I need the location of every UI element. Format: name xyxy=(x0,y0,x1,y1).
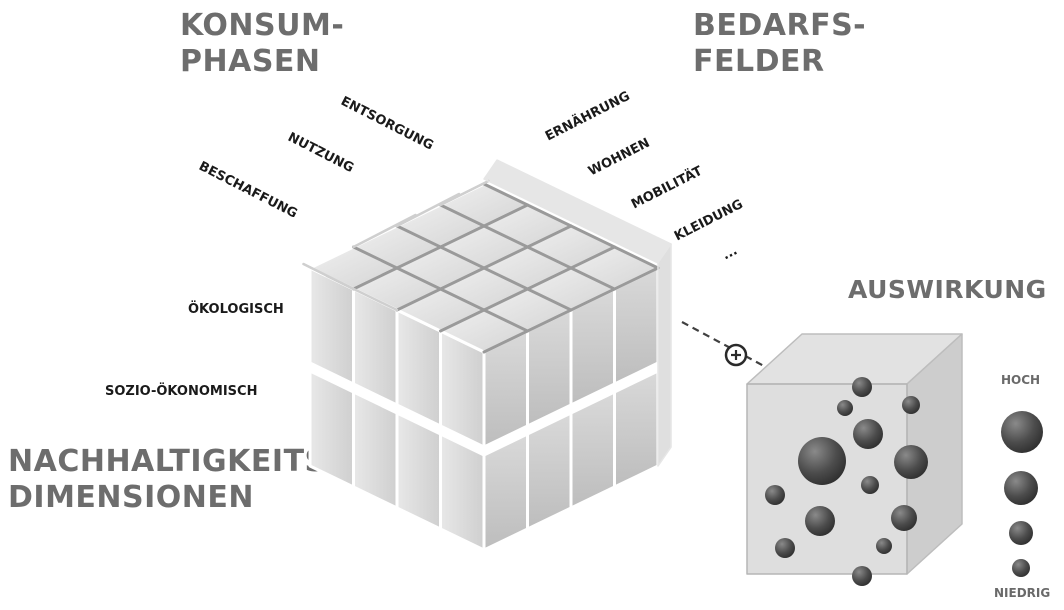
impact-sphere xyxy=(775,538,795,558)
nachhaltigkeit-heading-line2: DIMENSIONEN xyxy=(8,480,254,515)
bedarfsfelder-heading-line2: FELDER xyxy=(693,44,825,79)
legend-label-hoch: HOCH xyxy=(1001,373,1041,387)
auswirkung-heading: AUSWIRKUNG xyxy=(848,275,1047,304)
main-cube xyxy=(302,159,672,552)
impact-sphere xyxy=(765,485,785,505)
field-guide-line xyxy=(352,213,417,249)
impact-sphere xyxy=(852,377,872,397)
impact-sphere xyxy=(805,506,835,536)
legend-sphere xyxy=(1009,521,1033,545)
nachhaltigkeit-heading-line1: NACHHALTIGKEITS- xyxy=(8,444,340,479)
field-grid-line xyxy=(352,245,529,333)
impact-sphere xyxy=(798,437,846,485)
impact-sphere xyxy=(853,419,883,449)
bedarfsfelder-heading: BEDARFS- FELDER xyxy=(693,8,866,80)
impact-sphere xyxy=(876,538,892,554)
impact-legend xyxy=(1001,411,1043,577)
konsumphasen-heading-line2: PHASEN xyxy=(180,44,321,79)
cube-left-cell xyxy=(308,369,355,489)
legend-sphere xyxy=(1001,411,1043,453)
impact-sphere xyxy=(852,566,872,586)
field-grid-line xyxy=(395,224,573,312)
extra-field-slab-front xyxy=(657,243,672,467)
cube-left-cell xyxy=(439,432,486,552)
legend-label-niedrig: NIEDRIG xyxy=(994,586,1051,600)
konsumphasen-heading-line1: KONSUM- xyxy=(180,8,345,43)
bedarfsfelder-heading-line1: BEDARFS- xyxy=(693,8,867,43)
nachhaltigkeit-heading: NACHHALTIGKEITS- DIMENSIONEN xyxy=(8,444,340,516)
field-grid-line xyxy=(439,203,616,291)
cube-left-cell xyxy=(352,390,399,510)
cube-front-cell xyxy=(569,390,616,510)
konsumphasen-heading: KONSUM- PHASEN xyxy=(180,8,344,80)
dimension-label-oekologisch: ÖKOLOGISCH xyxy=(188,302,284,317)
field-guide-line xyxy=(395,192,461,228)
impact-sphere xyxy=(894,445,928,479)
cube-front-cell xyxy=(613,369,660,489)
cube-front-cell xyxy=(526,411,573,531)
zoom-in-icon xyxy=(724,343,748,367)
impact-sphere xyxy=(861,476,879,494)
impact-sphere xyxy=(837,400,853,416)
legend-sphere xyxy=(1012,559,1030,577)
impact-cube xyxy=(746,333,963,586)
legend-sphere xyxy=(1004,471,1038,505)
field-grid-line xyxy=(482,182,660,270)
impact-sphere xyxy=(891,505,917,531)
cube-left-cell xyxy=(395,411,442,531)
phase-guide-line xyxy=(325,274,399,312)
impact-sphere xyxy=(902,396,920,414)
cube-front-cell xyxy=(482,432,529,552)
field-guide-line xyxy=(439,179,490,207)
dimension-label-sozio-oekonomisch: SOZIO-ÖKONOMISCH xyxy=(105,384,258,399)
